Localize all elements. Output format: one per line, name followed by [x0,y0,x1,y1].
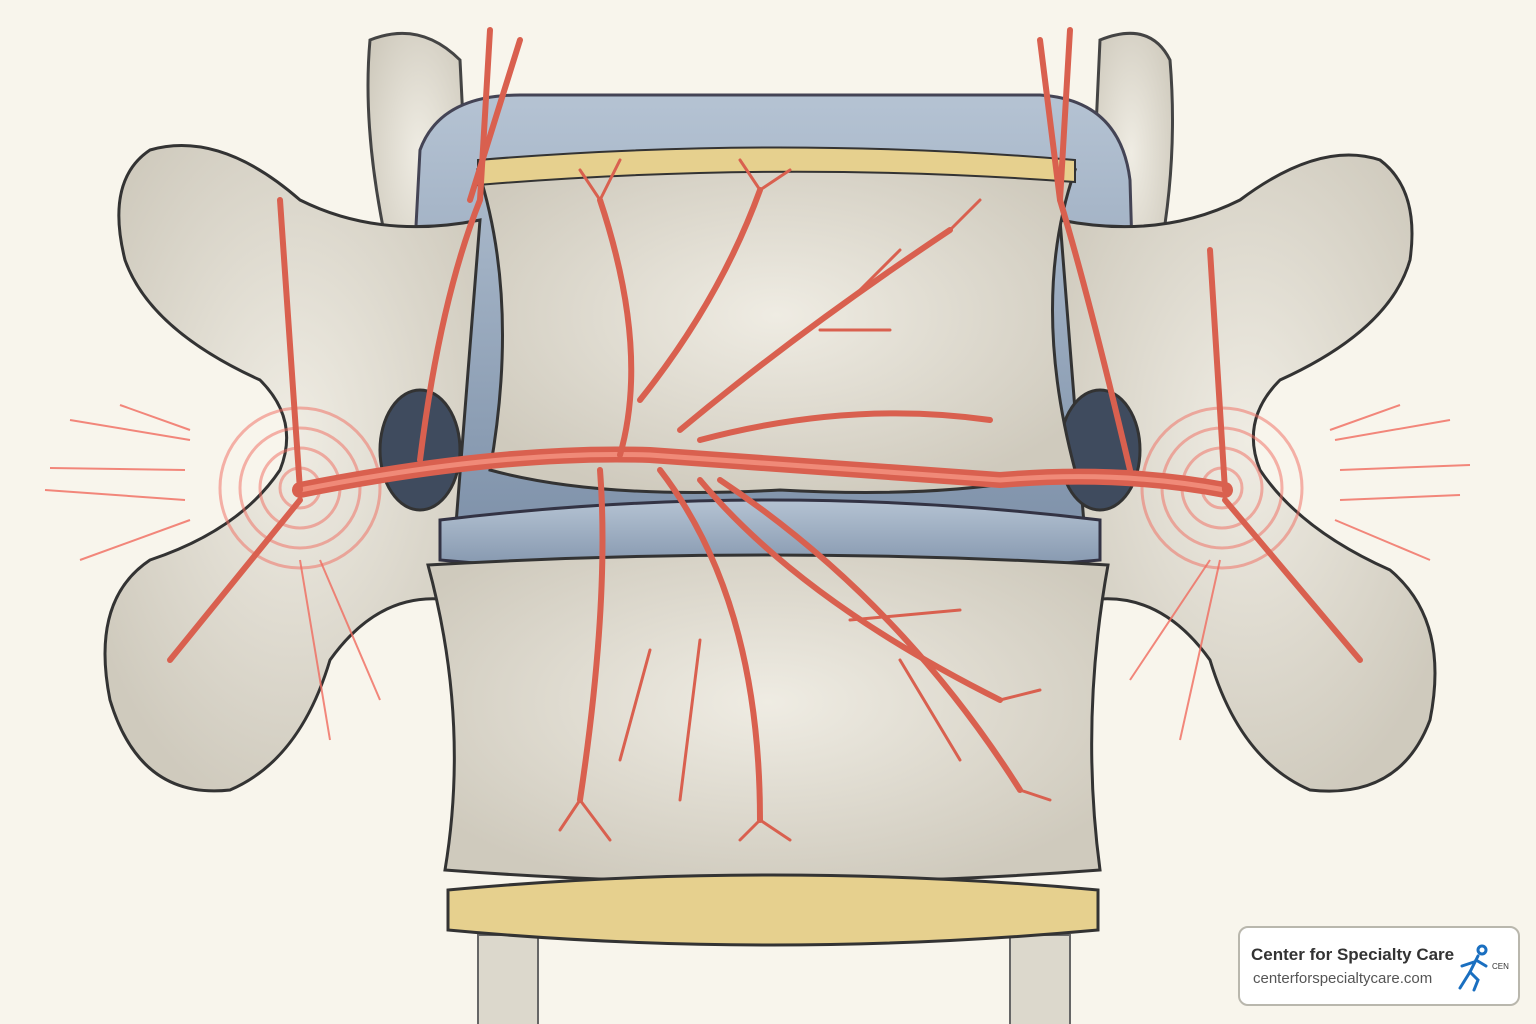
watermark-title: Center for Specialty Care [1251,945,1455,964]
nerves [167,27,1363,842]
logo-text: CEN [1492,962,1509,971]
lower-vertebra [426,553,1110,947]
lower-endplate [446,873,1100,947]
upper-vertebra [475,146,1078,494]
lower-stalks [477,934,1071,1024]
watermark-badge: Center for Specialty Care centerforspeci… [1238,926,1520,1006]
watermark-url: centerforspecialtycare.com [1253,970,1433,987]
runner-logo-icon: CEN [1454,944,1510,994]
